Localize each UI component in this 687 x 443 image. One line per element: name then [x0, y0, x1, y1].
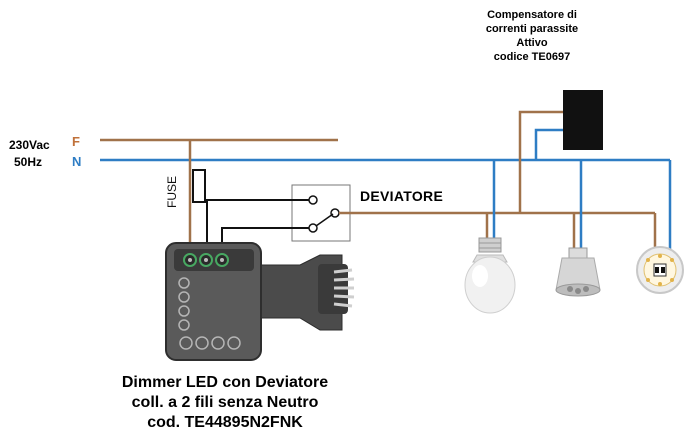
- compensator-label-line-1: Compensatore di: [487, 9, 577, 21]
- compensator-phase-wire: [518, 110, 563, 213]
- traveller-wire-1: [206, 199, 309, 245]
- dimmer-label: Dimmer LED con Deviatore coll. a 2 fili …: [75, 373, 375, 433]
- switch-label: DEVIATORE: [360, 188, 444, 204]
- fuse-symbol: [192, 169, 206, 203]
- neutral-line-label: N: [72, 154, 82, 169]
- fuse-label: FUSE: [165, 175, 179, 208]
- switch-common-terminal: [330, 208, 340, 218]
- phase-line-label: F: [72, 134, 80, 149]
- switch-lever: [315, 213, 334, 227]
- dimmer-label-line-1: Dimmer LED con Deviatore: [121, 374, 329, 391]
- dimmer-label-line-3: cod. TE44895N2FNK: [147, 414, 303, 431]
- led-module: [636, 246, 684, 294]
- compensator-neutral-wire: [534, 128, 563, 160]
- dimmer-module: [165, 242, 355, 361]
- led-bulb-e27: [464, 237, 516, 314]
- switch-terminal-bottom: [308, 223, 318, 233]
- compensator-label: Compensatore di correnti parassite Attiv…: [452, 8, 612, 64]
- supply-frequency-label: 50Hz: [14, 155, 43, 169]
- compensator-label-line-3: Attivo: [516, 37, 548, 49]
- compensator-label-line-4: codice TE0697: [493, 51, 571, 63]
- traveller-wire-2: [221, 227, 309, 245]
- switch-terminal-top: [308, 195, 318, 205]
- led-spot-gu10: [555, 247, 601, 297]
- supply-voltage-label: 230Vac: [9, 138, 50, 152]
- dimmer-label-line-2: coll. a 2 fili senza Neutro: [131, 394, 319, 411]
- compensator-box: [563, 90, 603, 150]
- compensator-label-line-2: correnti parassite: [485, 23, 579, 35]
